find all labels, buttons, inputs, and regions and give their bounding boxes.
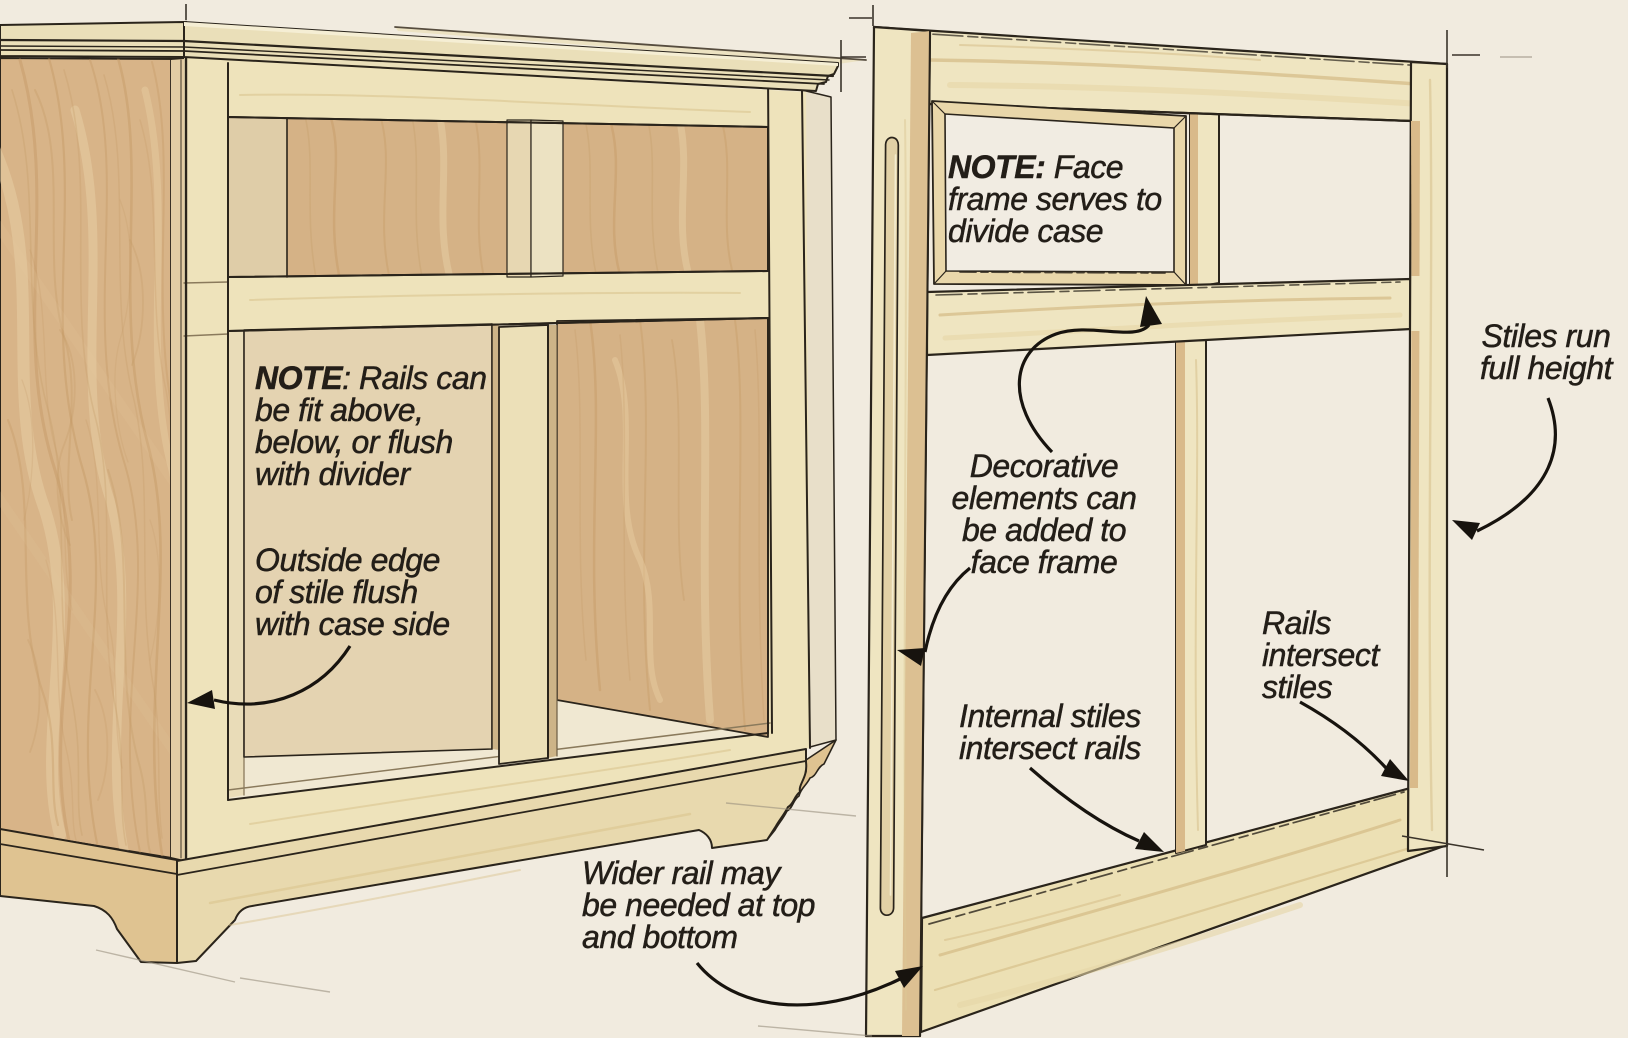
decorative-subframe bbox=[931, 100, 1187, 286]
label-decorative: Decorative elements can be added to face… bbox=[951, 448, 1137, 580]
label-stiles-run: Stiles run full height bbox=[1479, 318, 1613, 386]
label-face-frame-note-text: Face frame serves to divide case bbox=[948, 149, 1163, 249]
center-stile bbox=[498, 324, 549, 765]
arrow-decorative-to-stile bbox=[897, 566, 972, 666]
label-rails-note-bold: NOTE bbox=[255, 360, 343, 396]
label-face-frame-note: NOTE: Face frame serves to divide case bbox=[948, 149, 1163, 249]
label-decorative-text: Decorative elements can be added to face… bbox=[951, 448, 1137, 580]
face-frame-illustration bbox=[864, 25, 1449, 1038]
ground-lines bbox=[95, 802, 873, 1037]
arrow-wider-rail bbox=[695, 961, 923, 1007]
label-internal-stiles-text: Internal stiles intersect rails bbox=[959, 698, 1142, 766]
label-internal-stiles: Internal stiles intersect rails bbox=[959, 698, 1142, 766]
arrow-stiles-run bbox=[1452, 397, 1557, 540]
arrow-internal-stiles bbox=[1028, 766, 1164, 852]
mid-rail bbox=[183, 270, 769, 337]
annotation-arrows bbox=[187, 296, 1557, 1007]
case-upper-opening bbox=[227, 116, 769, 278]
case-side-panel bbox=[0, 57, 185, 861]
label-wider-rail: Wider rail may be needed at top and bott… bbox=[582, 855, 816, 955]
frame-right-stile bbox=[1406, 60, 1449, 853]
label-wider-rail-text: Wider rail may be needed at top and bott… bbox=[582, 855, 816, 955]
arrow-outside-edge bbox=[187, 645, 352, 709]
frame-left-stile bbox=[864, 25, 932, 1038]
frame-lower-internal-stile bbox=[1175, 339, 1207, 854]
arrow-rails-intersect bbox=[1299, 700, 1409, 781]
label-outside-edge: Outside edge of stile flush with case si… bbox=[255, 542, 451, 642]
base-molding-and-feet bbox=[0, 739, 837, 964]
crown-molding bbox=[0, 21, 839, 92]
frame-upper-internal-stile bbox=[1189, 111, 1220, 289]
case-lower-opening bbox=[227, 317, 771, 801]
frame-mid-rail bbox=[925, 277, 1413, 357]
label-stiles-run-text: Stiles run full height bbox=[1479, 318, 1613, 386]
label-outside-edge-text: Outside edge of stile flush with case si… bbox=[255, 542, 451, 642]
label-rails-note-text: : Rails can be fit above, below, or flus… bbox=[255, 360, 487, 492]
registration-ticks bbox=[185, 4, 1532, 877]
label-face-frame-note-bold: NOTE: bbox=[948, 149, 1046, 185]
label-rails-note: NOTE: Rails can be fit above, below, or … bbox=[255, 360, 487, 492]
label-rails-intersect: Rails intersect stiles bbox=[1262, 605, 1380, 705]
cabinet-illustration bbox=[0, 20, 867, 964]
label-rails-intersect-text: Rails intersect stiles bbox=[1262, 605, 1380, 705]
arrow-decorative-to-rail bbox=[1017, 296, 1162, 454]
